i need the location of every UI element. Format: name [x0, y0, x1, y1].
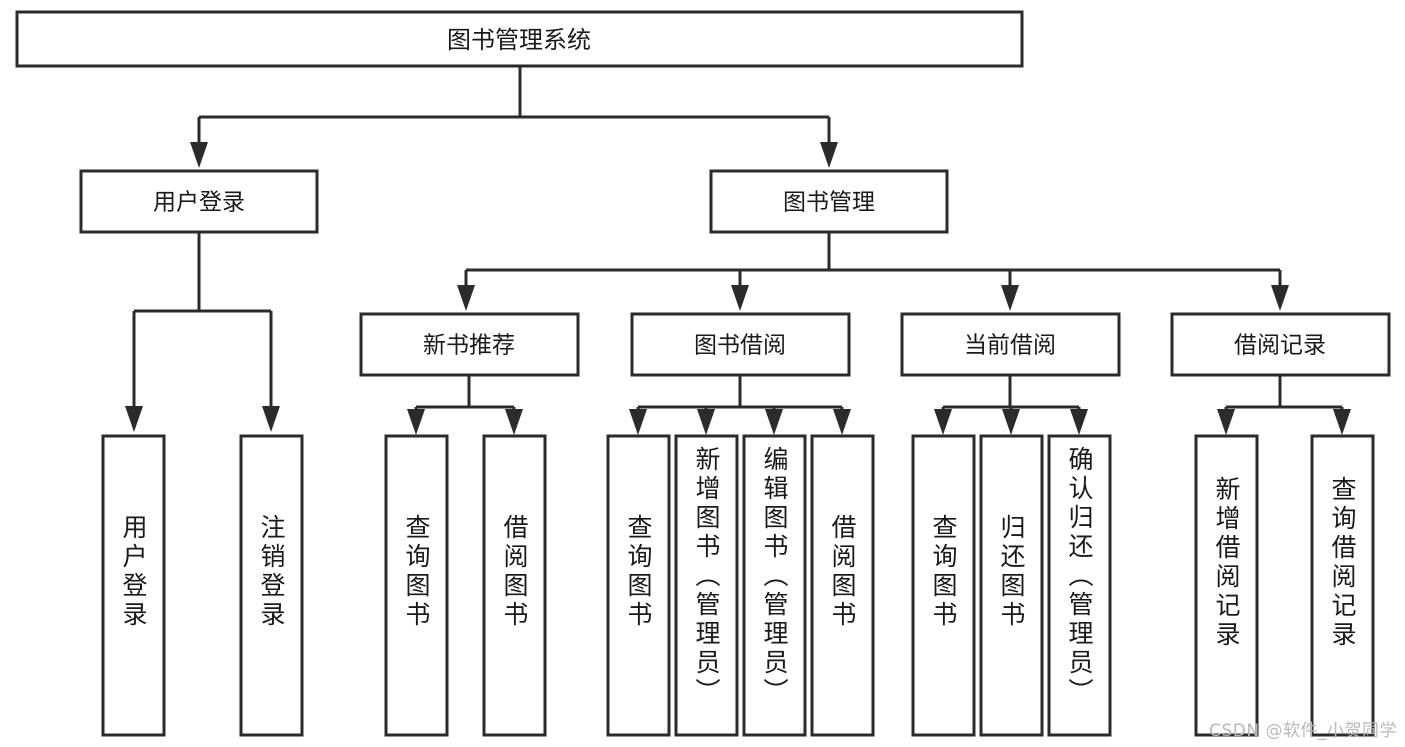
- arrow-icon: [125, 406, 143, 432]
- node-book-management-label: 图书管理: [783, 190, 875, 216]
- arrow-icon: [190, 142, 208, 168]
- node-new-book-recommend-box[interactable]: [359, 312, 580, 377]
- leaf-box-query-book-current[interactable]: [911, 434, 976, 737]
- node-book-borrow-box[interactable]: [630, 312, 851, 377]
- arrow-icon: [457, 285, 475, 311]
- node-borrow-record[interactable]: 借阅记录: [1170, 312, 1391, 377]
- node-book-management[interactable]: 图书管理: [709, 169, 949, 234]
- arrow-icon: [833, 409, 851, 435]
- leaf-box-borrow-book[interactable]: [810, 434, 875, 737]
- node-user-login-box[interactable]: [79, 169, 319, 234]
- connector-group-root-to-level2: [190, 66, 838, 168]
- node-root-box[interactable]: [15, 10, 1024, 68]
- arrow-icon: [505, 409, 523, 435]
- node-new-book-recommend-label: 新书推荐: [423, 333, 515, 359]
- leaf-box-query-book-borrow[interactable]: [606, 434, 671, 737]
- arrow-icon: [731, 285, 749, 311]
- node-user-login-label: 用户登录: [153, 190, 245, 216]
- connector-group-book-borrow-to-leaves: [629, 375, 851, 435]
- leaf-boxes: [101, 434, 1375, 737]
- leaf-box-return-book[interactable]: [979, 434, 1044, 737]
- node-user-login[interactable]: 用户登录: [79, 169, 319, 234]
- connector-group-current-borrow-to-leaves: [934, 375, 1088, 435]
- arrow-icon: [934, 409, 952, 435]
- node-root[interactable]: 图书管理系统: [15, 10, 1024, 68]
- arrow-icon: [1070, 409, 1088, 435]
- leaf-box-edit-book[interactable]: [742, 434, 807, 737]
- leaf-box-add-borrow-record[interactable]: [1194, 434, 1259, 737]
- leaf-box-borrow-book-rec[interactable]: [482, 434, 547, 737]
- connector-group-user-login-to-leaves: [125, 232, 280, 432]
- csdn-watermark: CSDN @软件_小贺同学: [1209, 721, 1397, 741]
- node-book-borrow[interactable]: 图书借阅: [630, 312, 851, 377]
- arrow-icon: [1001, 285, 1019, 311]
- node-borrow-record-box[interactable]: [1170, 312, 1391, 377]
- node-current-borrow-box[interactable]: [900, 312, 1121, 377]
- arrow-icon: [765, 409, 783, 435]
- connector-group-book-mgmt-to-level3: [457, 232, 1289, 311]
- arrow-icon: [1271, 285, 1289, 311]
- arrow-icon: [629, 409, 647, 435]
- node-new-book-recommend[interactable]: 新书推荐: [359, 312, 580, 377]
- node-book-borrow-label: 图书借阅: [694, 333, 786, 359]
- connector-group-new-book-rec-to-leaves: [407, 375, 523, 435]
- arrow-icon: [1333, 409, 1351, 435]
- leaf-box-add-book[interactable]: [674, 434, 739, 737]
- connector-group-borrow-record-to-leaves: [1217, 375, 1351, 435]
- leaf-box-user-login[interactable]: [101, 434, 166, 737]
- node-book-management-box[interactable]: [709, 169, 949, 234]
- arrow-icon: [820, 142, 838, 168]
- leaf-box-logout[interactable]: [239, 434, 304, 737]
- leaf-box-query-book-rec[interactable]: [384, 434, 449, 737]
- node-current-borrow-label: 当前借阅: [964, 333, 1056, 359]
- leaf-box-confirm-return[interactable]: [1047, 434, 1112, 737]
- arrow-icon: [262, 406, 280, 432]
- node-current-borrow[interactable]: 当前借阅: [900, 312, 1121, 377]
- arrow-icon: [1002, 409, 1020, 435]
- arrow-icon: [407, 409, 425, 435]
- node-root-label: 图书管理系统: [447, 26, 591, 54]
- arrow-icon: [1217, 409, 1235, 435]
- leaf-box-query-borrow-record[interactable]: [1310, 434, 1375, 737]
- node-borrow-record-label: 借阅记录: [1234, 333, 1326, 359]
- arrow-icon: [697, 409, 715, 435]
